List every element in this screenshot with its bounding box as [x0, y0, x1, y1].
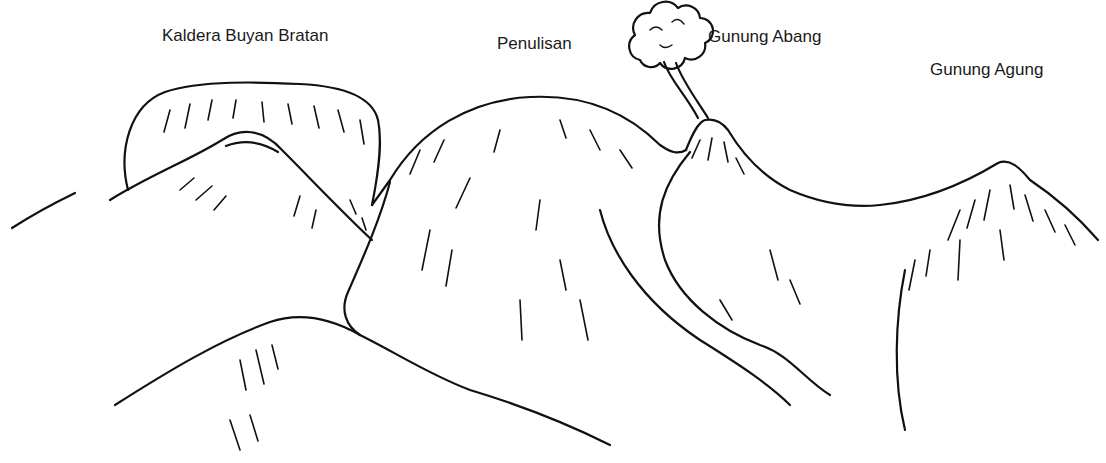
- eruption-stem: [664, 62, 708, 118]
- eruption-cloud: [629, 2, 713, 69]
- mountain-label: Penulisan: [497, 34, 572, 54]
- abang-agung-ridge: [686, 119, 1098, 240]
- mountain-label: Gunung Abang: [708, 27, 821, 47]
- mountain-label: Kaldera Buyan Bratan: [162, 26, 328, 46]
- penulisan-ridge: [600, 210, 790, 405]
- caldera-rim: [125, 82, 380, 205]
- caldera-cone: [110, 132, 372, 240]
- abang-flank: [659, 152, 830, 395]
- hatching: [164, 100, 1075, 450]
- caldera-lip: [226, 142, 278, 152]
- agung-flank: [897, 270, 905, 430]
- foreground-ridge: [115, 317, 610, 445]
- slope-line: [12, 193, 75, 228]
- mountain-outlines: [12, 2, 1098, 445]
- cloud-curls: [650, 19, 684, 47]
- mountain-label: Gunung Agung: [930, 60, 1043, 80]
